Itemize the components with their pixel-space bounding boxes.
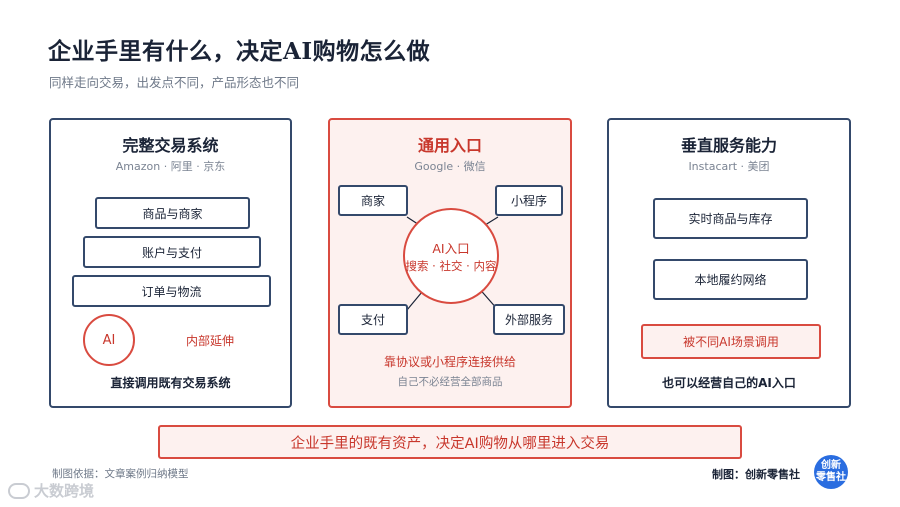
item-called-by-ai-scenarios: 被不同AI场景调用 <box>641 324 821 359</box>
item-realtime-inventory: 实时商品与库存 <box>653 198 808 239</box>
watermark-icon <box>8 482 30 499</box>
panel-general-entry: 通用入口 Google · 微信 商家 小程序 支付 外部服务 AI入口 搜索 … <box>328 118 572 408</box>
item-order-logistics: 订单与物流 <box>72 275 271 307</box>
source-note: 制图依据：文章案例归纳模型 <box>52 468 189 480</box>
hub-title: AI入口 <box>432 241 470 256</box>
logo-text-line: 零售社 <box>816 472 846 483</box>
panel-examples: Amazon · 阿里 · 京东 <box>115 160 226 173</box>
ai-note: 内部延伸 <box>186 334 235 348</box>
panel-footer: 直接调用既有交易系统 <box>110 376 231 390</box>
node-mini-program: 小程序 <box>495 185 563 216</box>
panel-title: 垂直服务能力 <box>680 136 777 155</box>
node-payment: 支付 <box>338 304 408 335</box>
watermark-text: 大数跨境 <box>34 482 95 500</box>
item-local-fulfillment: 本地履约网络 <box>653 259 808 300</box>
logo-text-line: 创新 <box>821 460 841 471</box>
item-goods-merchants: 商品与商家 <box>95 197 250 229</box>
watermark: 大数跨境 <box>8 480 94 501</box>
node-merchants: 商家 <box>338 185 408 216</box>
ai-circle: AI <box>83 314 135 366</box>
panel-title: 完整交易系统 <box>122 136 219 155</box>
conclusion-banner: 企业手里的既有资产，决定AI购物从哪里进入交易 <box>158 425 742 459</box>
ai-entry-hub: AI入口 搜索 · 社交 · 内容 <box>403 208 499 304</box>
panel-footer: 靠协议或小程序连接供给 <box>383 355 516 369</box>
panel-complete-trade-system: 完整交易系统 Amazon · 阿里 · 京东 商品与商家 账户与支付 订单与物… <box>49 118 292 408</box>
panel-examples: Google · 微信 <box>414 160 486 173</box>
page-subtitle: 同样走向交易，出发点不同，产品形态也不同 <box>49 75 300 90</box>
panel-examples: Instacart · 美团 <box>688 160 770 173</box>
credit-note: 制图：创新零售社 <box>712 468 800 481</box>
panel-vertical-service: 垂直服务能力 Instacart · 美团 实时商品与库存 本地履约网络 被不同… <box>607 118 851 408</box>
hub-subtitle: 搜索 · 社交 · 内容 <box>405 259 497 273</box>
item-account-payment: 账户与支付 <box>83 236 261 268</box>
node-external-services: 外部服务 <box>493 304 565 335</box>
page-title: 企业手里有什么，决定AI购物怎么做 <box>48 38 431 65</box>
brand-logo: 创新 零售社 <box>814 455 848 489</box>
panel-footer-note: 自己不必经营全部商品 <box>397 376 503 388</box>
panel-title: 通用入口 <box>417 136 482 155</box>
panel-footer: 也可以经营自己的AI入口 <box>662 376 796 390</box>
